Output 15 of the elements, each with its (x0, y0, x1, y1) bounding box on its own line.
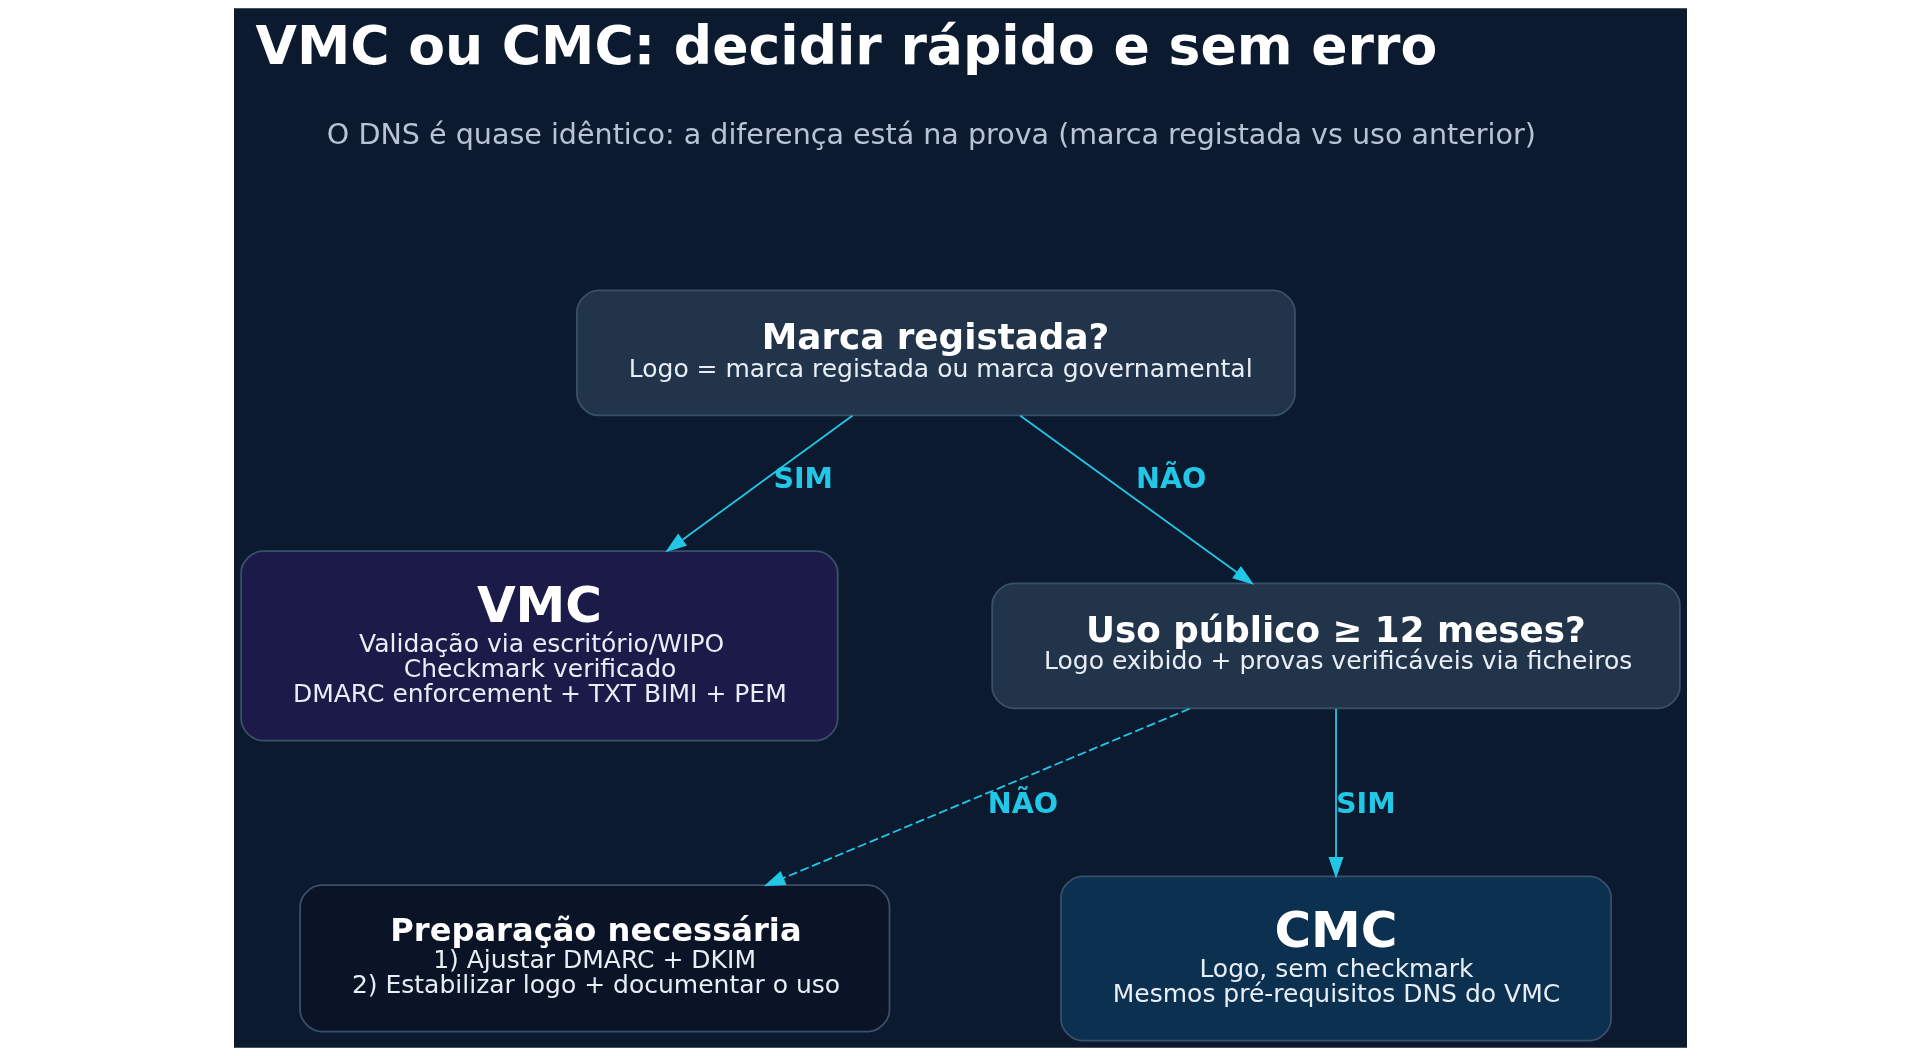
edge-label: SIM (772, 461, 833, 496)
arrow (664, 414, 853, 553)
node-box: VMC Validação via escritório/WIPO Checkmark verificado DMARC enforcement + TXT BIMI + PEM (239, 550, 839, 742)
node-box: CMC Logo, sem checkmark Mesmos pré-requisitos DNS do VMC (1059, 875, 1612, 1042)
node-box: Marca registada? Logo = marca registada ou marca governamental (575, 289, 1296, 417)
arrow (1018, 414, 1254, 585)
edge-label: SIM (1335, 786, 1396, 821)
arrow (763, 707, 1190, 887)
node-box: Preparação necessária 1) Ajustar DMARC + DKIM 2) Estabilizar logo + documentar o uso (298, 884, 890, 1033)
edge-label: NÃO (987, 786, 1058, 821)
edge-label: NÃO (1135, 461, 1206, 496)
arrow (1328, 707, 1344, 879)
diagram-title: VMC ou CMC: decidir rápido e sem erro (254, 13, 1437, 77)
node-box: Uso público ≥ 12 meses? Logo exibido + provas verificáveis via ficheiros (990, 582, 1681, 710)
label: O DNS é quase idêntico: a diferença está na prova (marca registada vs uso anterior) (326, 116, 1536, 151)
